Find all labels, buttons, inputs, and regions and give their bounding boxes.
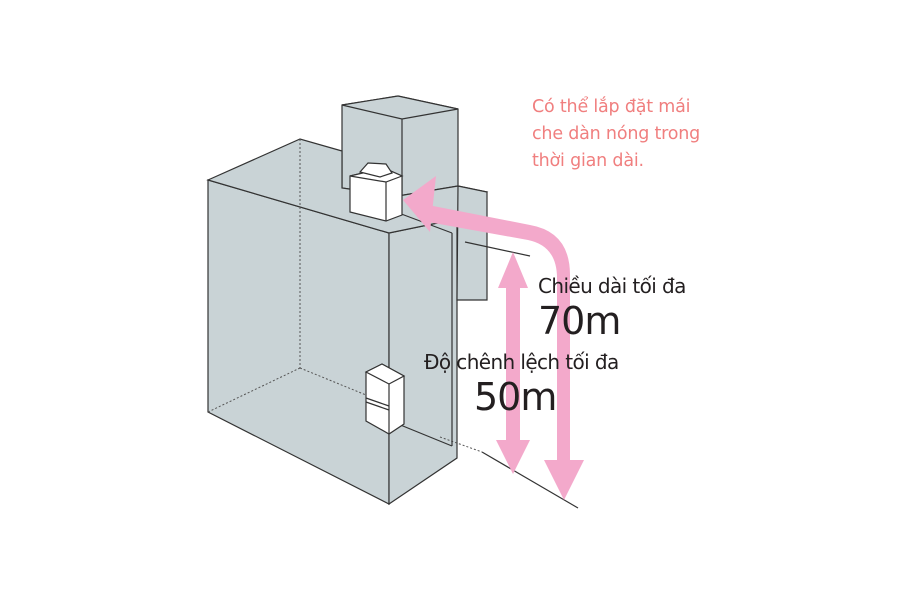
indoor-unit-ground-floor (364, 363, 406, 435)
note-line-2: che dàn nóng trong (532, 124, 701, 144)
height-diff-arrow (496, 252, 530, 474)
roof-cover-note: Có thể lắp đặt mái che dàn nóng trong th… (532, 94, 742, 175)
max-height-diff-value: 50m (474, 375, 557, 419)
max-length-arrow (403, 176, 584, 500)
note-line-3: thời gian dài. (532, 151, 644, 171)
outdoor-unit-on-roof (349, 162, 404, 222)
note-line-1: Có thể lắp đặt mái (532, 97, 691, 117)
max-length-value: 70m (538, 299, 621, 343)
max-height-diff-label: Độ chênh lệch tối đa (424, 350, 619, 374)
max-length-label: Chiều dài tối đa (538, 274, 686, 298)
hidden-edges (207, 139, 483, 453)
refrigerant-pipe (395, 211, 579, 509)
building-block (206, 138, 489, 506)
